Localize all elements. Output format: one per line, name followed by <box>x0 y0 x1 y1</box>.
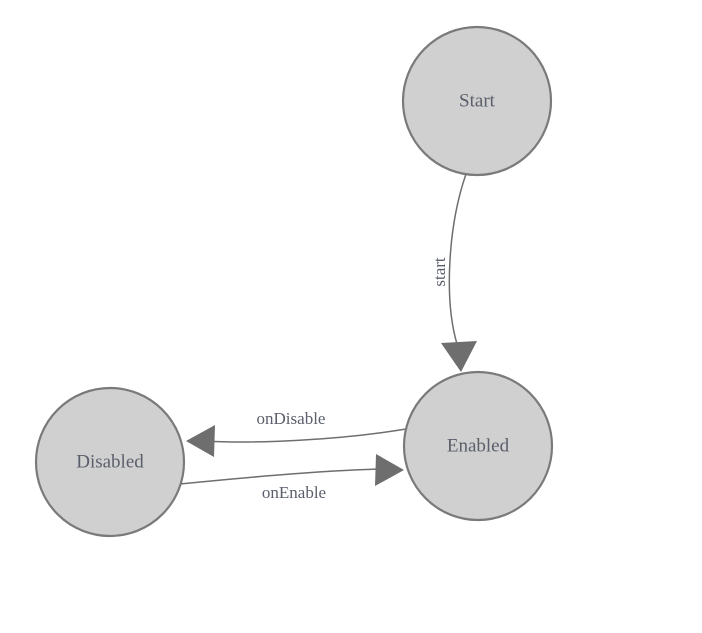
edge-disabled-to-enabled[interactable]: onEnable <box>179 454 404 502</box>
edge-label-onenable: onEnable <box>262 483 326 502</box>
node-start-circle <box>401 25 553 177</box>
arrowhead-disabled-to-enabled <box>375 454 404 486</box>
edge-label-ondisable: onDisable <box>257 409 326 428</box>
arrowhead-enabled-to-disabled <box>186 425 215 457</box>
node-start-label: Start <box>459 90 496 111</box>
edge-path-disabled-to-enabled <box>179 468 386 485</box>
edge-enabled-to-disabled[interactable]: onDisable <box>186 409 407 457</box>
node-disabled-circle <box>34 386 186 538</box>
edge-label-start: start <box>430 257 449 287</box>
node-start[interactable]: Start <box>401 25 553 177</box>
edge-path-enabled-to-disabled <box>204 428 407 443</box>
node-disabled-label: Disabled <box>76 451 144 472</box>
node-enabled-label: Enabled <box>447 435 510 456</box>
node-enabled-circle <box>402 370 554 522</box>
node-enabled[interactable]: Enabled <box>402 370 554 522</box>
edge-start-to-enabled[interactable]: start <box>430 173 477 372</box>
node-disabled[interactable]: Disabled <box>34 386 186 538</box>
edge-path-start-to-enabled <box>448 173 467 345</box>
arrowhead-start-to-enabled <box>441 341 477 372</box>
